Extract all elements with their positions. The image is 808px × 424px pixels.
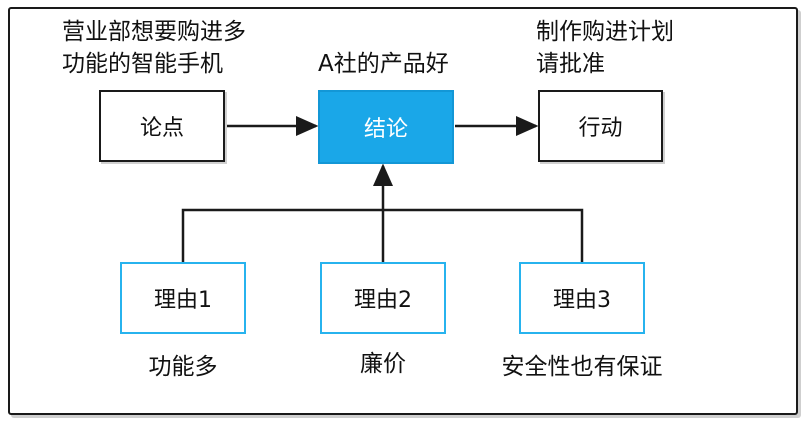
node-reason-1-label: 理由1	[154, 288, 212, 313]
node-argument: 论点	[99, 90, 225, 162]
caption-reason-3: 安全性也有保证	[501, 354, 663, 380]
node-reason-1: 理由1	[120, 262, 246, 334]
node-conclusion-label: 结论	[363, 117, 408, 142]
note-action: 制作购进计划 请批准	[536, 19, 674, 77]
node-conclusion: 结论	[318, 90, 454, 164]
node-reason-2-label: 理由2	[354, 288, 412, 313]
node-action-label: 行动	[578, 116, 623, 141]
node-reason-3-label: 理由3	[553, 288, 611, 313]
node-argument-label: 论点	[139, 116, 184, 141]
node-reason-3: 理由3	[519, 262, 645, 334]
note-conclusion: A社的产品好	[318, 51, 449, 77]
node-action: 行动	[538, 90, 663, 162]
node-reason-2: 理由2	[320, 262, 446, 334]
caption-reason-2: 廉价	[360, 351, 406, 377]
caption-reason-1: 功能多	[148, 354, 218, 380]
note-argument: 营业部想要购进多 功能的智能手机	[62, 19, 246, 77]
diagram-frame	[8, 7, 798, 415]
